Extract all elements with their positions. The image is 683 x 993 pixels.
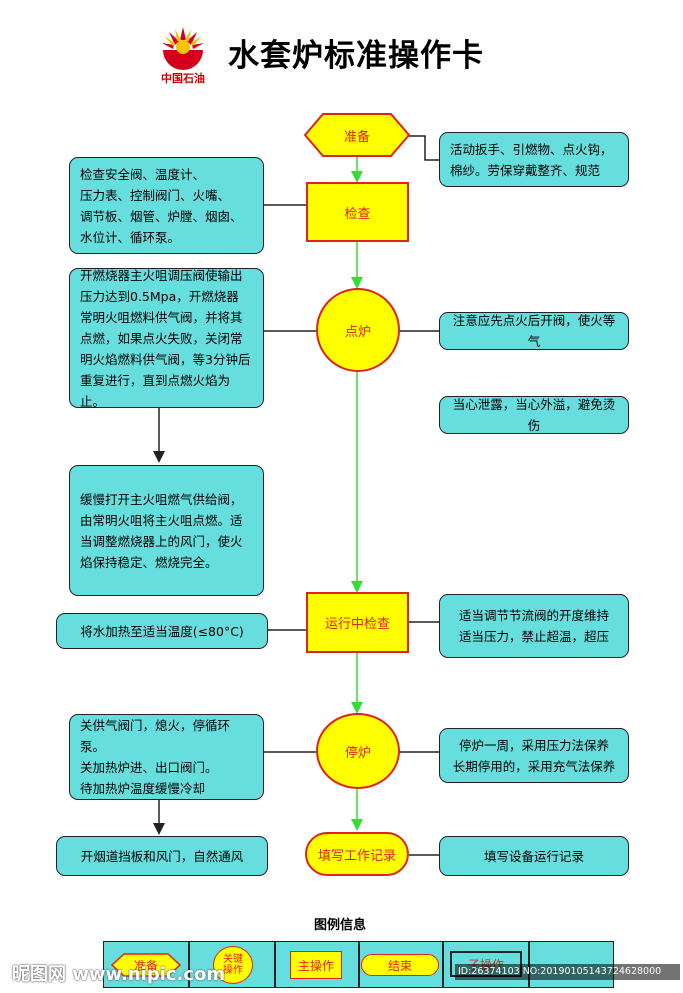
note-ignite-caution: 注意应先点火后开阀，使火等气	[439, 312, 629, 350]
legend-prepare: 准备	[133, 958, 158, 973]
legend-title: 图例信息	[313, 918, 366, 933]
note-open-main-burner: 缓慢打开主火咀燃气供给阀， 由常明火咀将主火咀点燃。适 当调整燃烧器上的风门，使…	[69, 465, 264, 596]
step-stop: 停炉	[316, 713, 400, 789]
prepare-hexagon-shape	[303, 113, 411, 157]
legend-prepare-hexagon	[110, 953, 182, 977]
watermark-right: ID:26374103 NO:20190105143724628000	[455, 964, 680, 980]
note-ignite-warning: 当心泄露，当心外溢，避免烫伤	[439, 396, 629, 434]
step-prepare: 准备	[343, 129, 370, 145]
cnpc-logo	[160, 24, 206, 70]
note-stop-steps: 关供气阀门，熄火，停循环泵。 关加热炉进、出口阀门。 待加热炉温度缓慢冷却	[69, 714, 264, 800]
legend-divider	[358, 942, 360, 987]
watermark-left: 昵图网 www.nipic.com	[12, 964, 226, 985]
legend-end: 结束	[361, 954, 439, 976]
legend-divider	[274, 942, 276, 987]
step-check: 检查	[306, 182, 409, 242]
cnpc-logo-icon	[162, 27, 204, 70]
legend-divider	[442, 942, 444, 987]
page-title: 水套炉标准操作卡	[228, 38, 484, 74]
step-run-check: 运行中检查	[306, 592, 409, 653]
note-heat-water: 将水加热至适当温度(≤80°C)	[56, 613, 268, 649]
note-open-damper: 开烟道挡板和风门，自然通风	[56, 836, 268, 876]
legend-divider	[188, 942, 190, 987]
note-adjust-valve: 适当调节节流阀的开度维持 适当压力，禁止超温，超压	[439, 594, 629, 658]
legend-key-op: 关键 操作	[213, 946, 253, 984]
legend-main-op: 主操作	[290, 951, 342, 979]
note-stop-maintenance: 停炉一周，采用压力法保养 长期停用的，采用充气法保养	[439, 728, 629, 783]
logo-text: 中国石油	[161, 72, 205, 85]
line-prepare-tools	[409, 135, 439, 161]
note-check-items: 检查安全阀、温度计、 压力表、控制阀门、火嘴、 调节板、烟管、炉膛、烟囱、 水位…	[69, 157, 264, 254]
note-prepare-tools: 活动扳手、引燃物、点火钩， 棉纱。劳保穿戴整齐、规范	[439, 132, 629, 187]
note-ignite-steps: 开燃烧器主火咀调压阀使输出 压力达到0.5Mpa，开燃烧器 常明火咀燃料供气阀，…	[69, 268, 264, 409]
step-record: 填写工作记录	[305, 832, 409, 876]
step-ignite: 点炉	[316, 288, 400, 372]
note-record: 填写设备运行记录	[439, 836, 629, 876]
